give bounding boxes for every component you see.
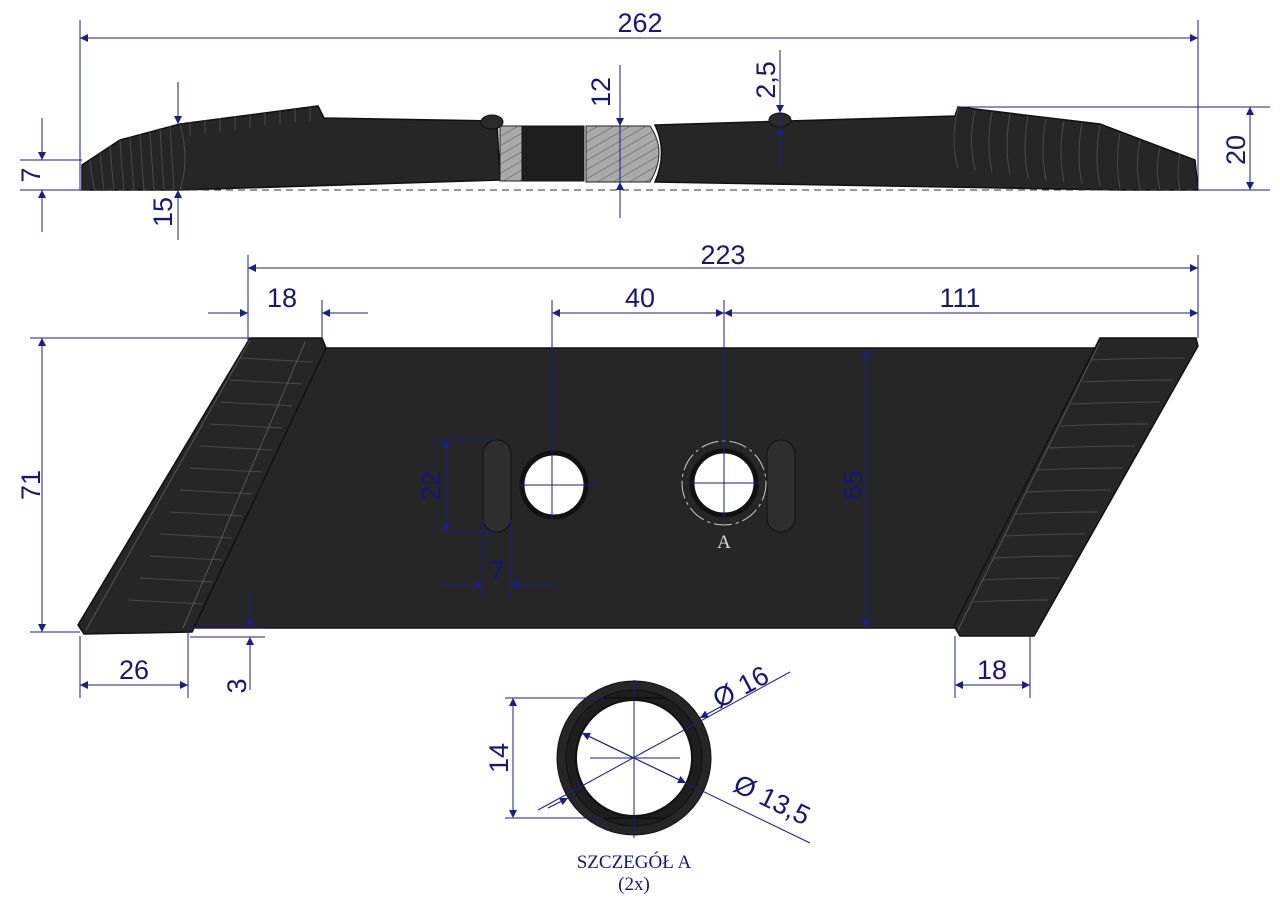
plate: [186, 347, 1100, 629]
side-hatched-section: [585, 125, 660, 183]
dim-diameter-16: Ø 16: [708, 660, 774, 714]
side-slot-cut: [521, 125, 585, 182]
dim-2-5: 2,5: [751, 61, 781, 99]
dim-65: 65: [838, 470, 868, 500]
side-bump-left: [480, 114, 504, 130]
side-view: 262 7 15 12 2,5 20: [16, 8, 1270, 240]
dim-111: 111: [939, 283, 980, 313]
plan-view: A 223 18 40 111 71 65 22 7 26: [16, 240, 1199, 698]
dim-14: 14: [484, 743, 514, 773]
detail-a: 14 Ø 16 Ø 13,5 SZCZEGÓŁ A (2x): [484, 660, 815, 895]
dim-18-top: 18: [267, 283, 297, 313]
dim-20: 20: [1221, 135, 1251, 165]
dim-3: 3: [222, 678, 252, 693]
dim-262: 262: [617, 8, 662, 38]
dim-26: 26: [119, 655, 149, 685]
dim-15: 15: [148, 197, 178, 227]
slot-left: [482, 439, 512, 533]
right-wear-blade: [953, 337, 1199, 637]
detail-a-marker: A: [717, 532, 731, 553]
detail-caption: SZCZEGÓŁ A: [577, 851, 692, 873]
dim-12: 12: [586, 77, 616, 107]
left-blade-teeth: [85, 339, 313, 631]
dim-223: 223: [700, 240, 745, 270]
slot-right: [766, 439, 796, 533]
side-left-body: [81, 105, 501, 191]
side-left-teeth: [89, 107, 311, 191]
dim-22: 22: [416, 471, 446, 501]
dim-18-bottom: 18: [977, 655, 1007, 685]
side-right-teeth: [953, 107, 1181, 191]
dim-7-slot: 7: [489, 556, 504, 586]
dim-7-side: 7: [16, 167, 46, 182]
dim-diameter-13-5: Ø 13,5: [729, 769, 815, 831]
dim-40: 40: [625, 283, 655, 313]
right-blade-teeth: [957, 341, 1186, 631]
side-right-body: [653, 106, 1199, 191]
dim-71: 71: [16, 470, 46, 500]
detail-count: (2x): [618, 874, 650, 895]
side-hatched-section-small: [499, 125, 523, 182]
